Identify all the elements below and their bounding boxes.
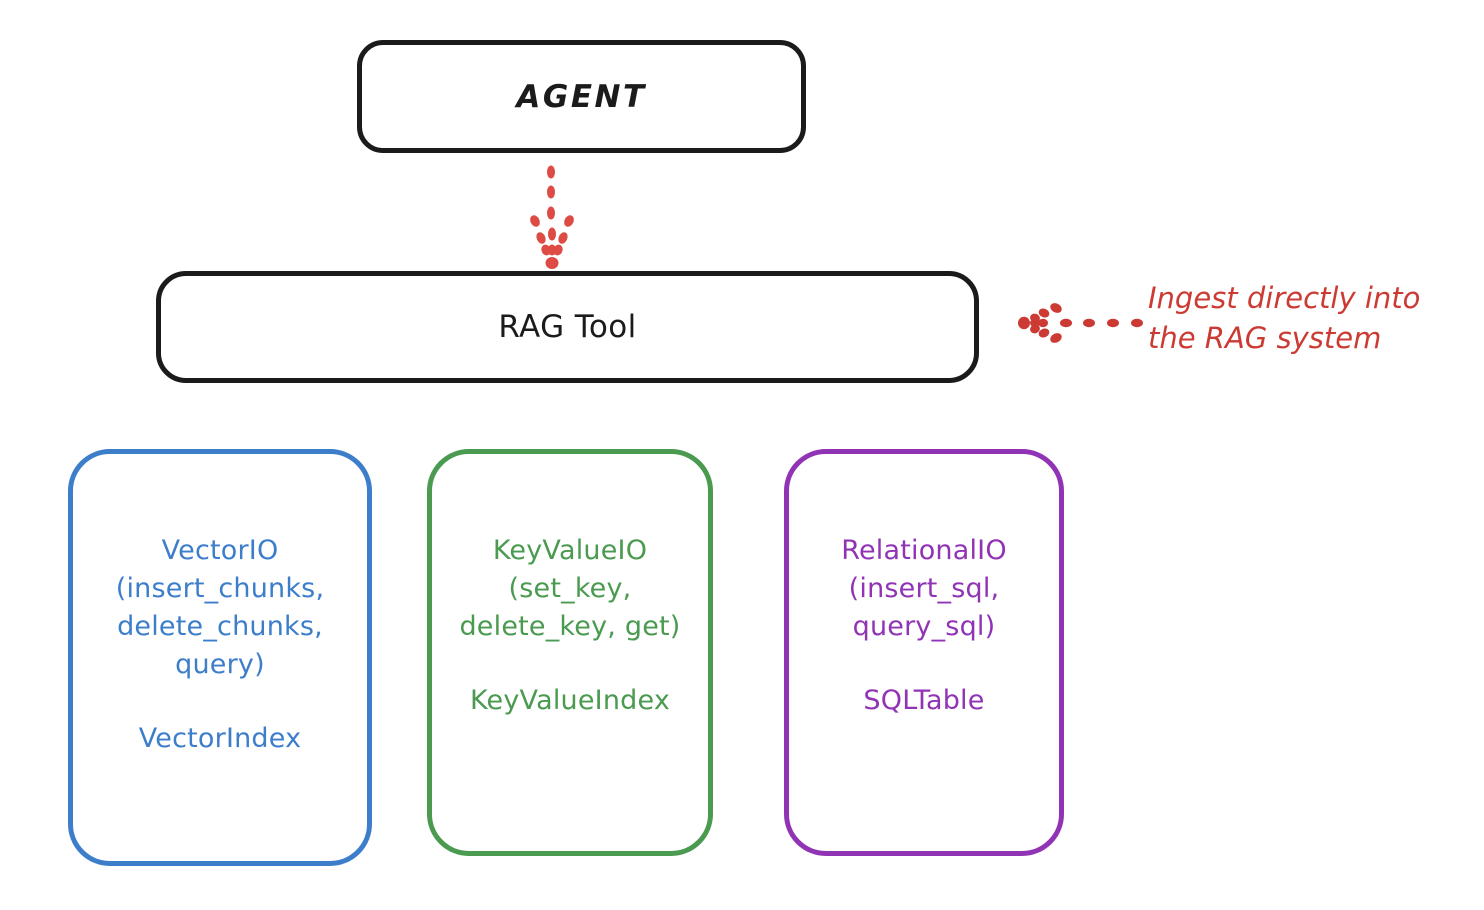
vector-io-api-label: VectorIO (insert_chunks, delete_chunks, …	[115, 535, 325, 680]
vector-index-label: VectorIndex	[138, 723, 302, 754]
rag-tool-label: RAG Tool	[498, 309, 637, 345]
relational-io-api-label: RelationalIO (insert_sql, query_sql)	[841, 535, 1007, 642]
node-vector-io[interactable]: VectorIO (insert_chunks, delete_chunks, …	[68, 449, 372, 866]
keyvalue-io-api-label: KeyValueIO (set_key, delete_key, get)	[459, 535, 681, 642]
annotation-ingest-note: Ingest directly into the RAG system	[1148, 281, 1421, 355]
agent-label: AGENT	[516, 78, 647, 115]
node-keyvalue-io[interactable]: KeyValueIO (set_key, delete_key, get) Ke…	[427, 449, 713, 856]
keyvalue-index-label: KeyValueIndex	[469, 685, 671, 716]
node-relational-io[interactable]: RelationalIO (insert_sql, query_sql) SQL…	[784, 449, 1064, 856]
node-rag-tool[interactable]: RAG Tool	[156, 271, 979, 383]
node-agent[interactable]: AGENT	[357, 40, 806, 153]
sql-table-label: SQLTable	[863, 685, 985, 716]
